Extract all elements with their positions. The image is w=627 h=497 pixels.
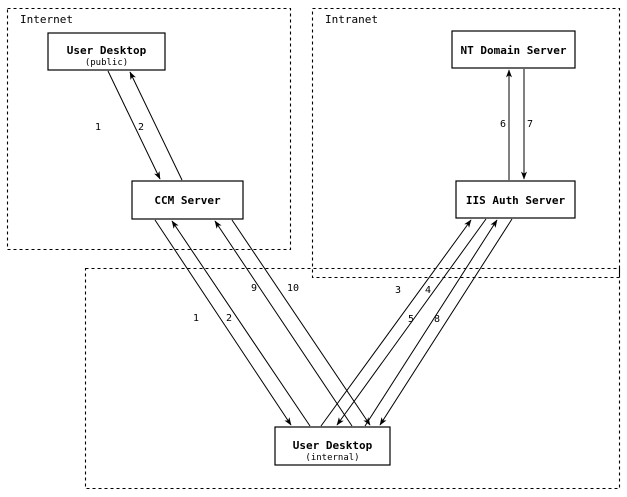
edge-8-down	[379, 218, 513, 426]
node-user-desktop-public-title: User Desktop	[67, 44, 147, 57]
edge-2-internal-up	[171, 220, 311, 427]
edge-label-5: 5	[408, 314, 414, 325]
node-user-desktop-public[interactable]: User Desktop (public)	[47, 32, 166, 71]
edge-label-7: 7	[527, 119, 533, 130]
edge-5-up	[364, 219, 498, 427]
node-ccm-server-box[interactable]	[131, 180, 244, 220]
edge-1-public-down	[107, 70, 161, 180]
edge-label-6: 6	[500, 119, 506, 130]
edge-label-4: 4	[425, 285, 431, 296]
edge-3-up	[320, 219, 472, 427]
edge-label-1-public: 1	[95, 122, 101, 133]
node-iis-auth-server[interactable]: IIS Auth Server	[455, 180, 576, 219]
edge-label-group: 1 2 6 7 9 10 1 2 3 4 5 8	[95, 119, 533, 325]
edge-label-2-public: 2	[138, 122, 144, 133]
node-iis-auth-server-box[interactable]	[455, 180, 576, 219]
edge-group	[107, 69, 527, 427]
edge-4-down	[336, 218, 487, 426]
node-nt-domain-server-title: NT Domain Server	[461, 44, 567, 57]
node-ccm-server[interactable]: CCM Server	[131, 180, 244, 220]
edge-label-1-internal: 1	[193, 313, 199, 324]
edge-1-internal-down	[154, 219, 292, 426]
node-user-desktop-internal-box[interactable]	[274, 426, 391, 466]
node-nt-domain-server-box[interactable]	[451, 30, 576, 69]
edge-label-2-internal: 2	[226, 313, 232, 324]
zone-internal-boundary	[84, 267, 621, 490]
node-user-desktop-public-box[interactable]	[47, 32, 166, 71]
edge-9-up	[214, 220, 353, 427]
node-user-desktop-internal-title: User Desktop	[293, 439, 373, 452]
node-group: User Desktop (public) CCM Server NT Doma…	[47, 30, 576, 466]
zone-internet-label: Internet	[20, 13, 73, 26]
edge-label-9: 9	[251, 283, 257, 294]
node-nt-domain-server[interactable]: NT Domain Server	[451, 30, 576, 69]
zone-internet-boundary	[6, 7, 292, 251]
edge-10-down	[231, 219, 371, 426]
node-user-desktop-internal[interactable]: User Desktop (internal)	[274, 426, 391, 466]
zone-group: Internet Intranet	[6, 7, 621, 490]
node-user-desktop-public-subtitle: (public)	[85, 58, 128, 68]
node-ccm-server-title: CCM Server	[154, 194, 221, 207]
zone-intranet-label: Intranet	[325, 13, 378, 26]
edge-label-8: 8	[434, 314, 440, 325]
edge-label-10: 10	[287, 283, 299, 294]
edge-2-public-up	[129, 71, 183, 181]
edge-label-3: 3	[395, 285, 401, 296]
node-iis-auth-server-title: IIS Auth Server	[466, 194, 566, 207]
node-user-desktop-internal-subtitle: (internal)	[305, 453, 359, 463]
